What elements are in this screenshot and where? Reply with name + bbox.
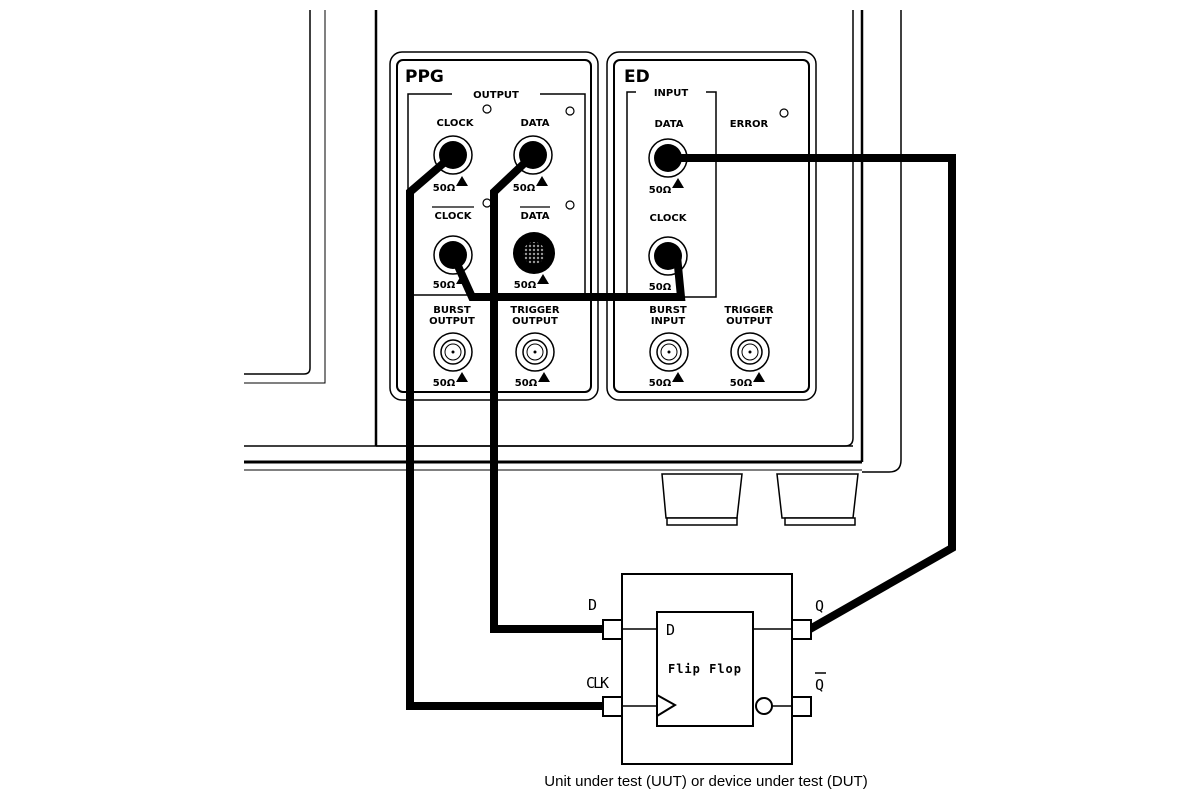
ed-burst-input-connector[interactable] <box>649 332 689 372</box>
ppg-burst-output-impedance: 50Ω <box>433 378 456 389</box>
warning-icon <box>456 372 468 382</box>
dut-pin-d-label: D <box>588 596 597 614</box>
ppg-data-bar-connector-terminated[interactable] <box>513 232 555 274</box>
warning-icon <box>753 372 765 382</box>
ed-data-label: DATA <box>654 119 683 130</box>
dut-pin-qbar-label: Q <box>815 676 824 694</box>
ed-trigger-output-label-2: OUTPUT <box>726 316 772 327</box>
ed-input-group-label: INPUT <box>654 88 689 99</box>
ed-trigger-output-label-1: TRIGGER <box>724 305 773 316</box>
foot-right <box>776 473 859 519</box>
ppg-title: PPG <box>405 67 444 87</box>
clock-led-icon <box>482 104 492 114</box>
warning-icon <box>537 274 549 284</box>
warning-icon <box>672 372 684 382</box>
ppg-clock-bar-label: CLOCK <box>435 211 473 222</box>
ppg-trigger-output-label-1: TRIGGER <box>510 305 559 316</box>
ppg-data-bar-impedance: 50Ω <box>514 280 537 291</box>
dut-pin-q[interactable] <box>791 619 812 640</box>
dut-pin-clk[interactable] <box>602 696 623 717</box>
dut-pin-clk-label: CLK <box>586 674 609 692</box>
ppg-clock-bar-connector[interactable] <box>433 235 473 275</box>
cable-ppg-clock-bar-to-ed-clock[interactable] <box>449 253 686 301</box>
dut-caption: Unit under test (UUT) or device under te… <box>544 773 867 790</box>
ed-clock-label: CLOCK <box>650 213 688 224</box>
foot-left <box>661 473 743 519</box>
clock-triangle-icon <box>656 694 677 717</box>
dut-block: D Flip Flop D CLK Q Q <box>586 573 826 765</box>
ppg-data-impedance: 50Ω <box>513 183 536 194</box>
warning-icon <box>536 176 548 186</box>
ppg-burst-output-label-1: BURST <box>433 305 471 316</box>
instrument-chassis <box>244 10 902 473</box>
ppg-output-group-label: OUTPUT <box>473 90 519 101</box>
data-led-icon <box>565 106 575 116</box>
dut-pin-qbar[interactable] <box>791 696 812 717</box>
instrument-feet <box>661 473 859 526</box>
ff-label: Flip Flop <box>668 662 742 676</box>
ff-d-label: D <box>666 621 675 639</box>
ed-data-impedance: 50Ω <box>649 185 672 196</box>
cable-ppg-data-to-dut-d[interactable] <box>490 152 603 633</box>
dut-pin-d[interactable] <box>602 619 623 640</box>
ed-title: ED <box>624 67 650 87</box>
ppg-trigger-output-label-2: OUTPUT <box>512 316 558 327</box>
ppg-clock-label: CLOCK <box>437 118 475 129</box>
ppg-burst-output-label-2: OUTPUT <box>429 316 475 327</box>
ed-clock-impedance: 50Ω <box>649 282 672 293</box>
ppg-data-bar-label: DATA <box>520 211 549 222</box>
ed-burst-input-label-2: INPUT <box>651 316 686 327</box>
ppg-burst-output-connector[interactable] <box>433 332 473 372</box>
warning-icon <box>672 178 684 188</box>
ppg-clock-impedance: 50Ω <box>433 183 456 194</box>
ed-trigger-output-impedance: 50Ω <box>730 378 753 389</box>
error-led-icon <box>779 108 789 118</box>
ed-burst-input-label-1: BURST <box>649 305 687 316</box>
cables <box>406 151 956 710</box>
warning-icon <box>456 176 468 186</box>
ed-trigger-output-connector[interactable] <box>730 332 770 372</box>
ppg-trigger-output-impedance: 50Ω <box>515 378 538 389</box>
warning-icon <box>538 372 550 382</box>
ppg-data-label: DATA <box>520 118 549 129</box>
ppg-trigger-output-connector[interactable] <box>515 332 555 372</box>
dut-pin-q-label: Q <box>815 597 824 615</box>
ed-burst-input-impedance: 50Ω <box>649 378 672 389</box>
data-bar-led-icon <box>565 200 575 210</box>
clock-bar-led-icon <box>482 198 492 208</box>
ed-error-label: ERROR <box>730 119 769 130</box>
cable-ppg-clock-to-dut-clk[interactable] <box>406 151 603 710</box>
inverter-bubble-icon <box>755 697 773 715</box>
ppg-clock-bar-impedance: 50Ω <box>433 280 456 291</box>
ed-module: ED INPUT ERROR DATA 50Ω CLOCK 50Ω BURST … <box>606 51 817 401</box>
cable-dut-q-to-ed-data[interactable] <box>668 154 956 633</box>
